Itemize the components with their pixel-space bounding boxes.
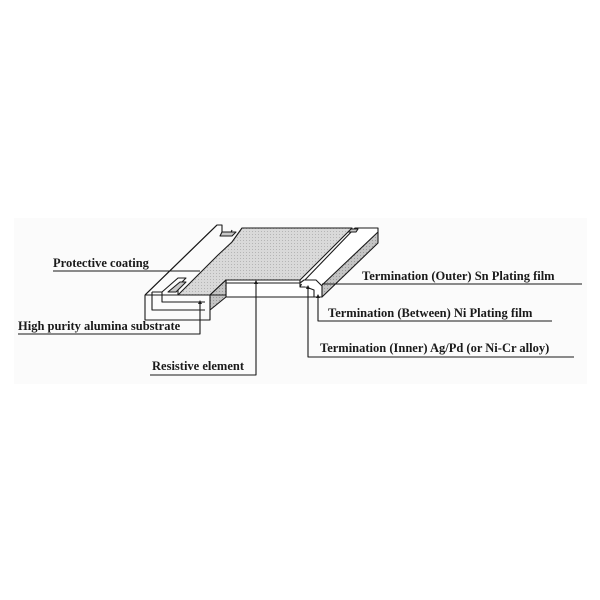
left-termination bbox=[144, 224, 233, 321]
label-termination-outer: Termination (Outer) Sn Plating film bbox=[362, 269, 555, 283]
left-terminal-notch-bottom bbox=[167, 281, 187, 293]
right-wrap-terminal bbox=[299, 279, 323, 298]
label-protective-coating: Protective coating bbox=[53, 256, 150, 270]
leader-resistive-element bbox=[150, 282, 257, 376]
leader-termination-inner bbox=[307, 287, 574, 358]
label-termination-between: Termination (Between) Ni Plating film bbox=[328, 306, 533, 320]
left-terminal-notch-top bbox=[219, 231, 237, 237]
label-resistive-element: Resistive element bbox=[152, 359, 245, 373]
label-substrate: High purity alumina substrate bbox=[18, 319, 181, 333]
label-termination-inner: Termination (Inner) Ag/Pd (or Ni-Cr allo… bbox=[320, 341, 549, 355]
leader-termination-between bbox=[317, 296, 552, 322]
leader-substrate bbox=[18, 302, 201, 335]
